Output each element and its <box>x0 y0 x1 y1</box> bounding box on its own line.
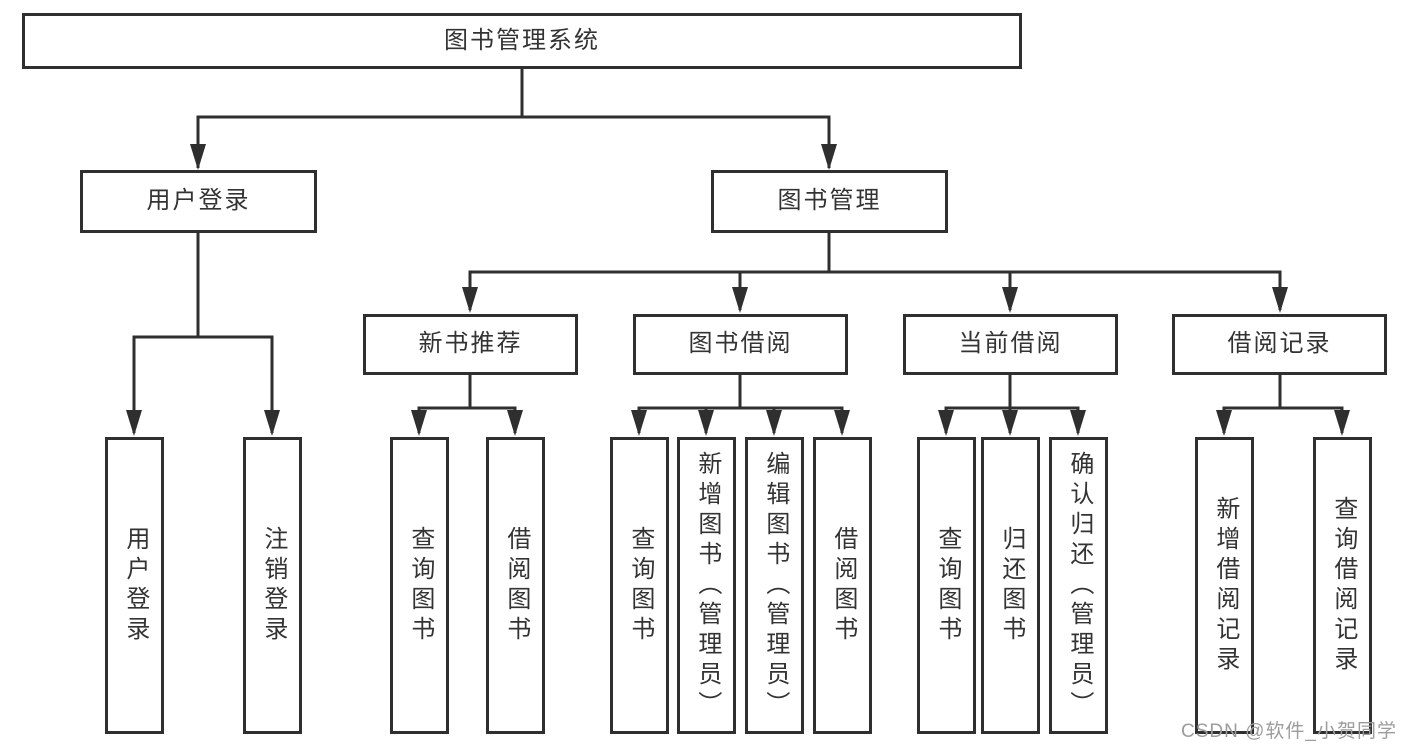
leaf-query-books-borrow: 查询图书 <box>610 437 669 734</box>
leaf-add-books-admin: 新增图书（管理员） <box>677 437 736 734</box>
leaf-confirm-return-admin: 确认归还（管理员） <box>1049 437 1108 734</box>
leaf-user-login: 用户登录 <box>105 437 164 734</box>
arrowheads <box>126 144 1350 436</box>
leaf-return-books: 归还图书 <box>981 437 1040 734</box>
node-new-book-recommendation: 新书推荐 <box>363 314 578 375</box>
leaf-edit-books-admin: 编辑图书（管理员） <box>745 437 804 734</box>
leaf-add-borrow-record: 新增借阅记录 <box>1195 437 1254 734</box>
node-book-management: 图书管理 <box>711 170 948 233</box>
node-borrowing-records: 借阅记录 <box>1172 314 1387 375</box>
leaf-query-books-recommend: 查询图书 <box>390 437 449 734</box>
leaf-query-borrow-record: 查询借阅记录 <box>1313 437 1372 734</box>
node-book-borrowing: 图书借阅 <box>633 314 848 375</box>
node-library-system: 图书管理系统 <box>22 13 1022 69</box>
leaf-borrow-books: 借阅图书 <box>813 437 872 734</box>
node-current-borrowing: 当前借阅 <box>903 314 1118 375</box>
node-user-login: 用户登录 <box>80 170 317 233</box>
leaf-query-books-current: 查询图书 <box>917 437 976 734</box>
leaf-logout: 注销登录 <box>243 437 302 734</box>
leaf-borrow-books-recommend: 借阅图书 <box>486 437 545 734</box>
watermark-text: CSDN @软件_小贺同学 <box>1181 721 1397 742</box>
